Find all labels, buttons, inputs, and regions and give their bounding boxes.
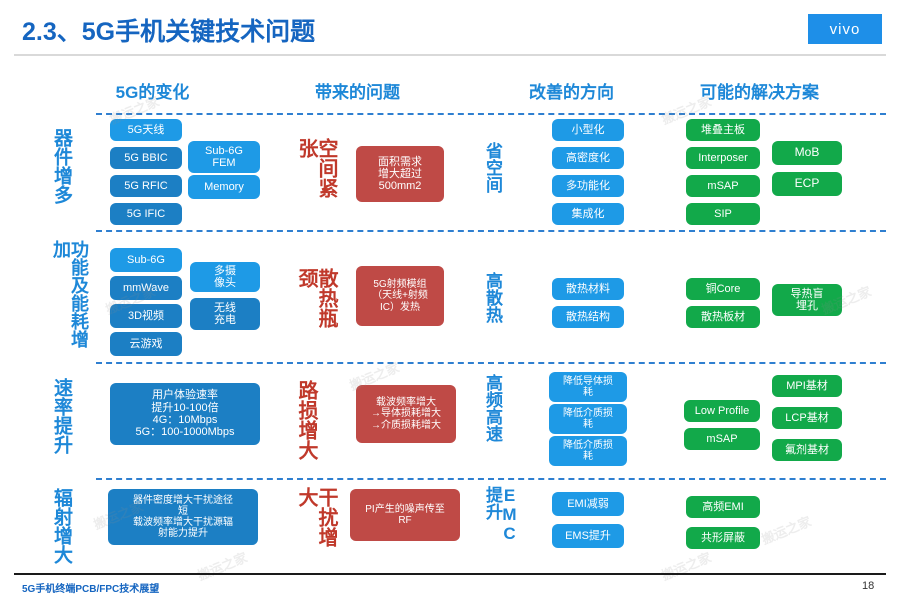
box-change-1-6[interactable]: Memory bbox=[188, 175, 260, 199]
box-direction-1-4[interactable]: 集成化 bbox=[552, 203, 624, 225]
box-change-2-4[interactable]: 云游戏 bbox=[110, 332, 182, 356]
box-solution-3-4[interactable]: LCP基材 bbox=[772, 407, 842, 429]
box-problem-1[interactable]: 面积需求 增大超过 500mm2 bbox=[356, 146, 444, 202]
column-heading-direction: 改善的方向 bbox=[529, 83, 614, 102]
row-label-problem-3: 路损增大 bbox=[295, 380, 317, 460]
row-label-problem-1: 空间紧张 bbox=[295, 138, 337, 198]
page-number: 18 bbox=[862, 580, 875, 592]
watermark: 搬运之家 bbox=[659, 549, 714, 584]
box-direction-2-1[interactable]: 散热材料 bbox=[552, 278, 624, 300]
box-direction-1-3[interactable]: 多功能化 bbox=[552, 175, 624, 197]
row-separator-1 bbox=[96, 230, 886, 232]
row-label-problem-2: 散热瓶颈 bbox=[295, 268, 337, 328]
box-solution-1-4[interactable]: SIP bbox=[686, 203, 760, 225]
box-change-2-2[interactable]: mmWave bbox=[110, 276, 182, 300]
box-solution-1-5[interactable]: MoB bbox=[772, 141, 842, 165]
row-label-change-4: 辐射增大 bbox=[51, 488, 72, 564]
box-direction-3-1[interactable]: 降低导体损 耗 bbox=[549, 372, 627, 402]
box-solution-4-1[interactable]: 高频EMI bbox=[686, 496, 760, 518]
row-label-direction-4: EMC提升 bbox=[483, 486, 519, 543]
box-problem-4[interactable]: PI产生的噪声传至 RF bbox=[350, 489, 460, 541]
box-direction-1-2[interactable]: 高密度化 bbox=[552, 147, 624, 169]
vivo-logo: vivo bbox=[808, 14, 882, 44]
box-change-2-6[interactable]: 无线 充电 bbox=[190, 298, 260, 330]
box-change-2-5[interactable]: 多摄 像头 bbox=[190, 262, 260, 292]
box-solution-3-3[interactable]: MPI基材 bbox=[772, 375, 842, 397]
row-label-change-3: 速率提升 bbox=[51, 378, 72, 454]
column-heading-solutions: 可能的解决方案 bbox=[700, 83, 819, 102]
box-change-2-3[interactable]: 3D视频 bbox=[110, 304, 182, 328]
row-separator-2 bbox=[96, 362, 886, 364]
box-change-2-1[interactable]: Sub-6G bbox=[110, 248, 182, 272]
box-direction-2-2[interactable]: 散热结构 bbox=[552, 306, 624, 328]
box-change-1-2[interactable]: 5G BBIC bbox=[110, 147, 182, 169]
header-divider bbox=[14, 54, 886, 56]
box-direction-4-1[interactable]: EMI减弱 bbox=[552, 492, 624, 516]
box-direction-3-2[interactable]: 降低介质损 耗 bbox=[549, 404, 627, 434]
box-solution-3-5[interactable]: 氟剂基材 bbox=[772, 439, 842, 461]
box-solution-1-2[interactable]: Interposer bbox=[686, 147, 760, 169]
box-solution-1-3[interactable]: mSAP bbox=[686, 175, 760, 197]
box-change-3-1[interactable]: 用户体验速率 提升10-100倍 4G：10Mbps 5G：100-1000Mb… bbox=[110, 383, 260, 445]
watermark: 搬运之家 bbox=[195, 549, 250, 584]
box-solution-1-6[interactable]: ECP bbox=[772, 172, 842, 196]
page-title: 2.3、5G手机关键技术问题 bbox=[22, 18, 316, 46]
footer-text: 5G手机终端PCB/FPC技术展望 bbox=[22, 584, 160, 595]
box-change-1-5[interactable]: Sub-6G FEM bbox=[188, 141, 260, 173]
row-label-direction-2: 高散热 bbox=[483, 272, 502, 323]
box-direction-1-1[interactable]: 小型化 bbox=[552, 119, 624, 141]
box-change-1-1[interactable]: 5G天线 bbox=[110, 119, 182, 141]
footer-divider bbox=[14, 573, 886, 575]
row-label-change-1: 器件增多 bbox=[51, 128, 72, 204]
box-solution-2-3[interactable]: 导热盲 埋孔 bbox=[772, 284, 842, 316]
column-heading-changes: 5G的变化 bbox=[115, 83, 190, 102]
row-label-change-2: 功能及能耗增加 bbox=[51, 240, 89, 348]
box-solution-3-1[interactable]: Low Profile bbox=[684, 400, 760, 422]
box-problem-3[interactable]: 载波频率增大 →导体损耗增大 →介质损耗增大 bbox=[356, 385, 456, 443]
box-direction-3-3[interactable]: 降低介质损 耗 bbox=[549, 436, 627, 466]
box-solution-1-1[interactable]: 堆叠主板 bbox=[686, 119, 760, 141]
box-change-4-1[interactable]: 器件密度增大干扰途径 短 载波频率增大干扰源辐 射能力提升 bbox=[108, 489, 258, 545]
box-change-1-3[interactable]: 5G RFIC bbox=[110, 175, 182, 197]
row-label-direction-1: 省空间 bbox=[483, 142, 502, 193]
row-separator-top bbox=[96, 113, 886, 115]
box-direction-4-2[interactable]: EMS提升 bbox=[552, 524, 624, 548]
column-heading-problems: 带来的问题 bbox=[315, 83, 400, 102]
box-change-1-4[interactable]: 5G IFIC bbox=[110, 203, 182, 225]
watermark: 搬运之家 bbox=[759, 513, 814, 548]
box-solution-2-2[interactable]: 散热板材 bbox=[686, 306, 760, 328]
box-solution-2-1[interactable]: 铜Core bbox=[686, 278, 760, 300]
row-label-problem-4: 干扰增大 bbox=[295, 487, 337, 547]
box-solution-4-2[interactable]: 共形屏蔽 bbox=[686, 527, 760, 549]
row-separator-3 bbox=[96, 478, 886, 480]
row-label-direction-3: 高频高速 bbox=[483, 374, 502, 442]
box-solution-3-2[interactable]: mSAP bbox=[684, 428, 760, 450]
box-problem-2[interactable]: 5G射频模组 （天线+射频 IC）发热 bbox=[356, 266, 444, 326]
